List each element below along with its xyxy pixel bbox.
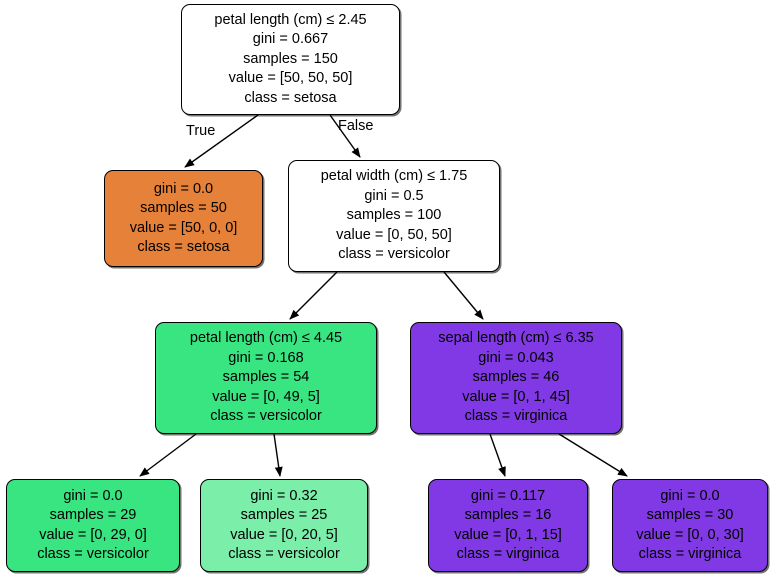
tree-node-n4-line-0: sepal length (cm) ≤ 6.35 [438,330,594,347]
tree-node-n4-line-3: value = [0, 1, 45] [462,388,570,405]
tree-edge-n2-to-n4 [443,271,484,320]
tree-node-n8-line-3: class = virginica [638,545,742,562]
tree-node-n0-line-3: value = [50, 50, 50] [228,70,353,87]
tree-node-n2-line-0: petal width (cm) ≤ 1.75 [320,168,468,185]
tree-node-n3-line-1: gini = 0.168 [228,349,304,366]
tree-node-n0-line-4: class = setosa [244,89,337,106]
tree-node-n2-line-1: gini = 0.5 [364,187,424,204]
tree-node-n0-line-0: petal length (cm) ≤ 2.45 [214,11,367,28]
tree-node-n3-line-4: class = versicolor [210,408,322,425]
tree-node-n5-line-2: value = [0, 29, 0] [39,526,147,543]
tree-node-n1-line-0: gini = 0.0 [153,180,214,197]
tree-edge-n2-to-n3 [289,271,338,320]
tree-node-n1-line-1: samples = 50 [140,200,227,217]
tree-node-n2-line-2: samples = 100 [346,207,442,224]
tree-node-n5-line-1: samples = 29 [49,507,137,524]
tree-node-n6-line-0: gini = 0.32 [250,487,318,504]
tree-node-n5-line-3: class = versicolor [37,545,149,562]
tree-node-n7-line-2: value = [0, 1, 15] [454,526,562,543]
edge-label-true: True [186,123,216,139]
tree-node-n3-line-0: petal length (cm) ≤ 4.45 [189,330,343,347]
tree-node-n7-line-0: gini = 0.117 [470,487,546,504]
tree-node-n0-line-1: gini = 0.667 [252,31,329,48]
tree-node-n8-line-0: gini = 0.0 [660,487,720,504]
tree-node-n5-line-0: gini = 0.0 [63,487,123,504]
tree-node-n4: sepal length (cm) ≤ 6.35 gini = 0.043 samp… [410,322,622,434]
tree-node-n7: gini = 0.117 samples = 16 value = [0, 1, 1… [428,479,588,572]
tree-edge-n4-to-n7 [489,433,506,477]
tree-node-n3-line-2: samples = 54 [222,369,310,386]
tree-node-n0: petal length (cm) ≤ 2.45 gini = 0.667 samp… [181,4,400,115]
tree-node-n2-line-4: class = versicolor [338,246,450,263]
tree-node-n1-line-2: value = [50, 0, 0] [129,219,238,236]
tree-node-n3-line-3: value = [0, 49, 5] [212,388,320,405]
tree-node-n4-line-1: gini = 0.043 [478,349,554,366]
tree-node-n1: gini = 0.0 samples = 50 value = [50, 0, 0]… [104,170,263,267]
tree-node-n4-line-2: samples = 46 [472,369,560,386]
tree-edge-n3-to-n6 [273,433,283,477]
tree-node-n5: gini = 0.0 samples = 29 value = [0, 29, 0]… [6,479,180,572]
tree-node-n6: gini = 0.32 samples = 25 value = [0, 20, 5… [200,479,368,572]
tree-node-n8: gini = 0.0 samples = 30 value = [0, 0, 30]… [612,479,768,572]
tree-node-n7-line-1: samples = 16 [464,507,552,524]
tree-edge-n4-to-n8 [558,433,628,477]
tree-edge-n3-to-n5 [139,433,197,477]
tree-node-n6-line-3: class = versicolor [228,545,340,562]
tree-node-n4-line-4: class = virginica [464,408,568,425]
tree-node-n6-line-1: samples = 25 [240,507,328,524]
tree-node-n3: petal length (cm) ≤ 4.45 gini = 0.168 samp… [155,322,377,434]
tree-node-n8-line-1: samples = 30 [646,507,734,524]
tree-node-n1-line-3: class = setosa [137,238,230,255]
tree-node-n0-line-2: samples = 150 [243,50,338,67]
tree-node-n6-line-2: value = [0, 20, 5] [230,526,338,543]
edge-label-false: False [338,118,374,134]
tree-node-n2: petal width (cm) ≤ 1.75 gini = 0.5 samples… [288,160,500,272]
tree-node-n2-line-3: value = [0, 50, 50] [336,226,452,243]
tree-node-n7-line-3: class = virginica [456,545,560,562]
tree-node-n8-line-2: value = [0, 0, 30] [636,526,744,543]
